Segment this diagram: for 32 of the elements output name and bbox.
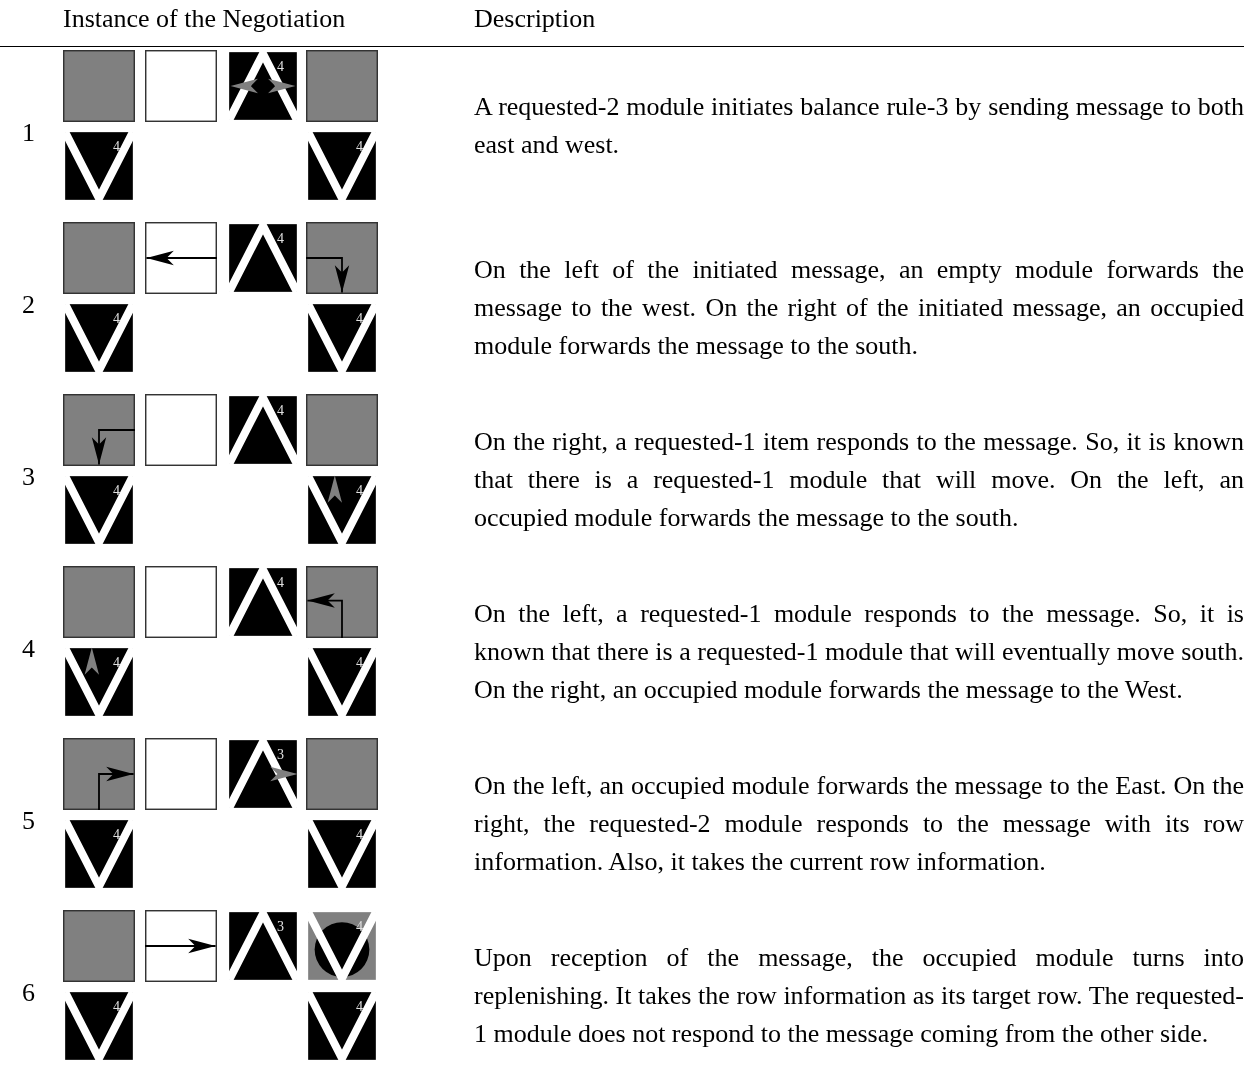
- row-number: 5: [22, 806, 35, 836]
- row-number: 1: [22, 118, 35, 148]
- tile-number: 4: [113, 1000, 120, 1014]
- tile-number: 4: [113, 312, 120, 326]
- tile-number: 4: [356, 312, 363, 326]
- description-text: A requested-2 module initiates balance rule-3 by sending message to both east and west.: [474, 91, 1244, 161]
- tile-number: 4: [356, 140, 363, 154]
- row-number: 3: [22, 462, 35, 492]
- tile-number: 4: [277, 576, 284, 590]
- row-number: 2: [22, 290, 35, 320]
- tile-number: 4: [113, 828, 120, 842]
- row-number: 4: [22, 634, 35, 664]
- tile-number: 4: [113, 656, 120, 670]
- tile-number: 4: [356, 656, 363, 670]
- tile-number: 4: [113, 140, 120, 154]
- tile-number: 4: [277, 232, 284, 246]
- tile-number: 4: [356, 828, 363, 842]
- tile-number: 4: [113, 484, 120, 498]
- tile-number: 4: [356, 1000, 363, 1014]
- tile-number: 3: [277, 920, 284, 934]
- tile-number: 4: [277, 404, 284, 418]
- column-header: Description: [474, 4, 596, 34]
- tile-number: 3: [277, 748, 284, 762]
- row-number: 6: [22, 978, 35, 1008]
- tile-number: 4: [277, 60, 284, 74]
- description-text: On the left of the initiated message, an empty module forwards the message to the west. On the right of the initiated message, an occupied module forwards the message to the south.: [474, 254, 1244, 362]
- description-text: On the right, a requested-1 item responds to the message. So, it is known that there is a requested-1 module that will move. On the left, an occupied module forwards the message to the south.: [474, 426, 1244, 534]
- description-text: Upon reception of the message, the occupied module turns into replenishing. It takes the row information as its target row. The requested-1 module does not respond to the message coming from the other side.: [474, 942, 1244, 1050]
- column-header: Instance of the Negotiation: [63, 4, 346, 34]
- tile-number: 4: [356, 484, 363, 498]
- description-text: On the left, an occupied module forwards the message to the East. On the right, the requested-2 module responds to the message with its row information. Also, it takes the current row information.: [474, 770, 1244, 878]
- description-text: On the left, a requested-1 module responds to the message. So, it is known that there is a requested-1 module that will eventually move south. On the right, an occupied module forwards the message to the West.: [474, 598, 1244, 706]
